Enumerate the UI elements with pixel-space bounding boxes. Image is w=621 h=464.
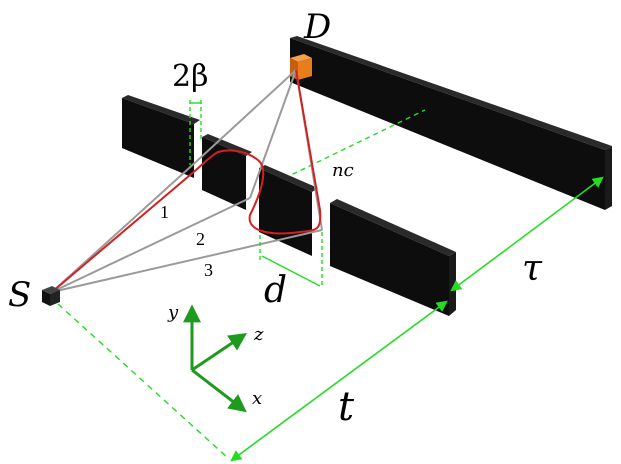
axis-x-label: x	[252, 388, 262, 409]
refractive-path-label: nc	[332, 160, 354, 181]
detector-label: D	[303, 7, 331, 47]
axis-y-label: y	[167, 302, 179, 323]
dimension-d	[259, 232, 323, 288]
source-box	[42, 286, 60, 306]
slit-panel-2	[202, 134, 252, 210]
screen-distance-label: τ	[522, 248, 543, 289]
slit-spacing-label: d	[264, 270, 287, 311]
slit-panel-1	[122, 95, 200, 178]
detector-screen	[290, 36, 612, 210]
source-distance-label: t	[338, 384, 355, 430]
path-1-label: 1	[160, 202, 169, 222]
slit-width-label: 2β	[172, 59, 208, 94]
axis-z-label: z	[253, 324, 264, 345]
coordinate-axes	[183, 304, 247, 413]
path-3-label: 3	[204, 260, 213, 280]
dimension-t	[57, 300, 448, 462]
source-label: S	[8, 275, 31, 315]
slit-panel-4	[330, 199, 456, 316]
dimension-tau	[450, 176, 604, 292]
red-loop-path	[51, 69, 322, 293]
dimension-2beta	[189, 100, 202, 165]
path-2-label: 2	[196, 229, 205, 249]
